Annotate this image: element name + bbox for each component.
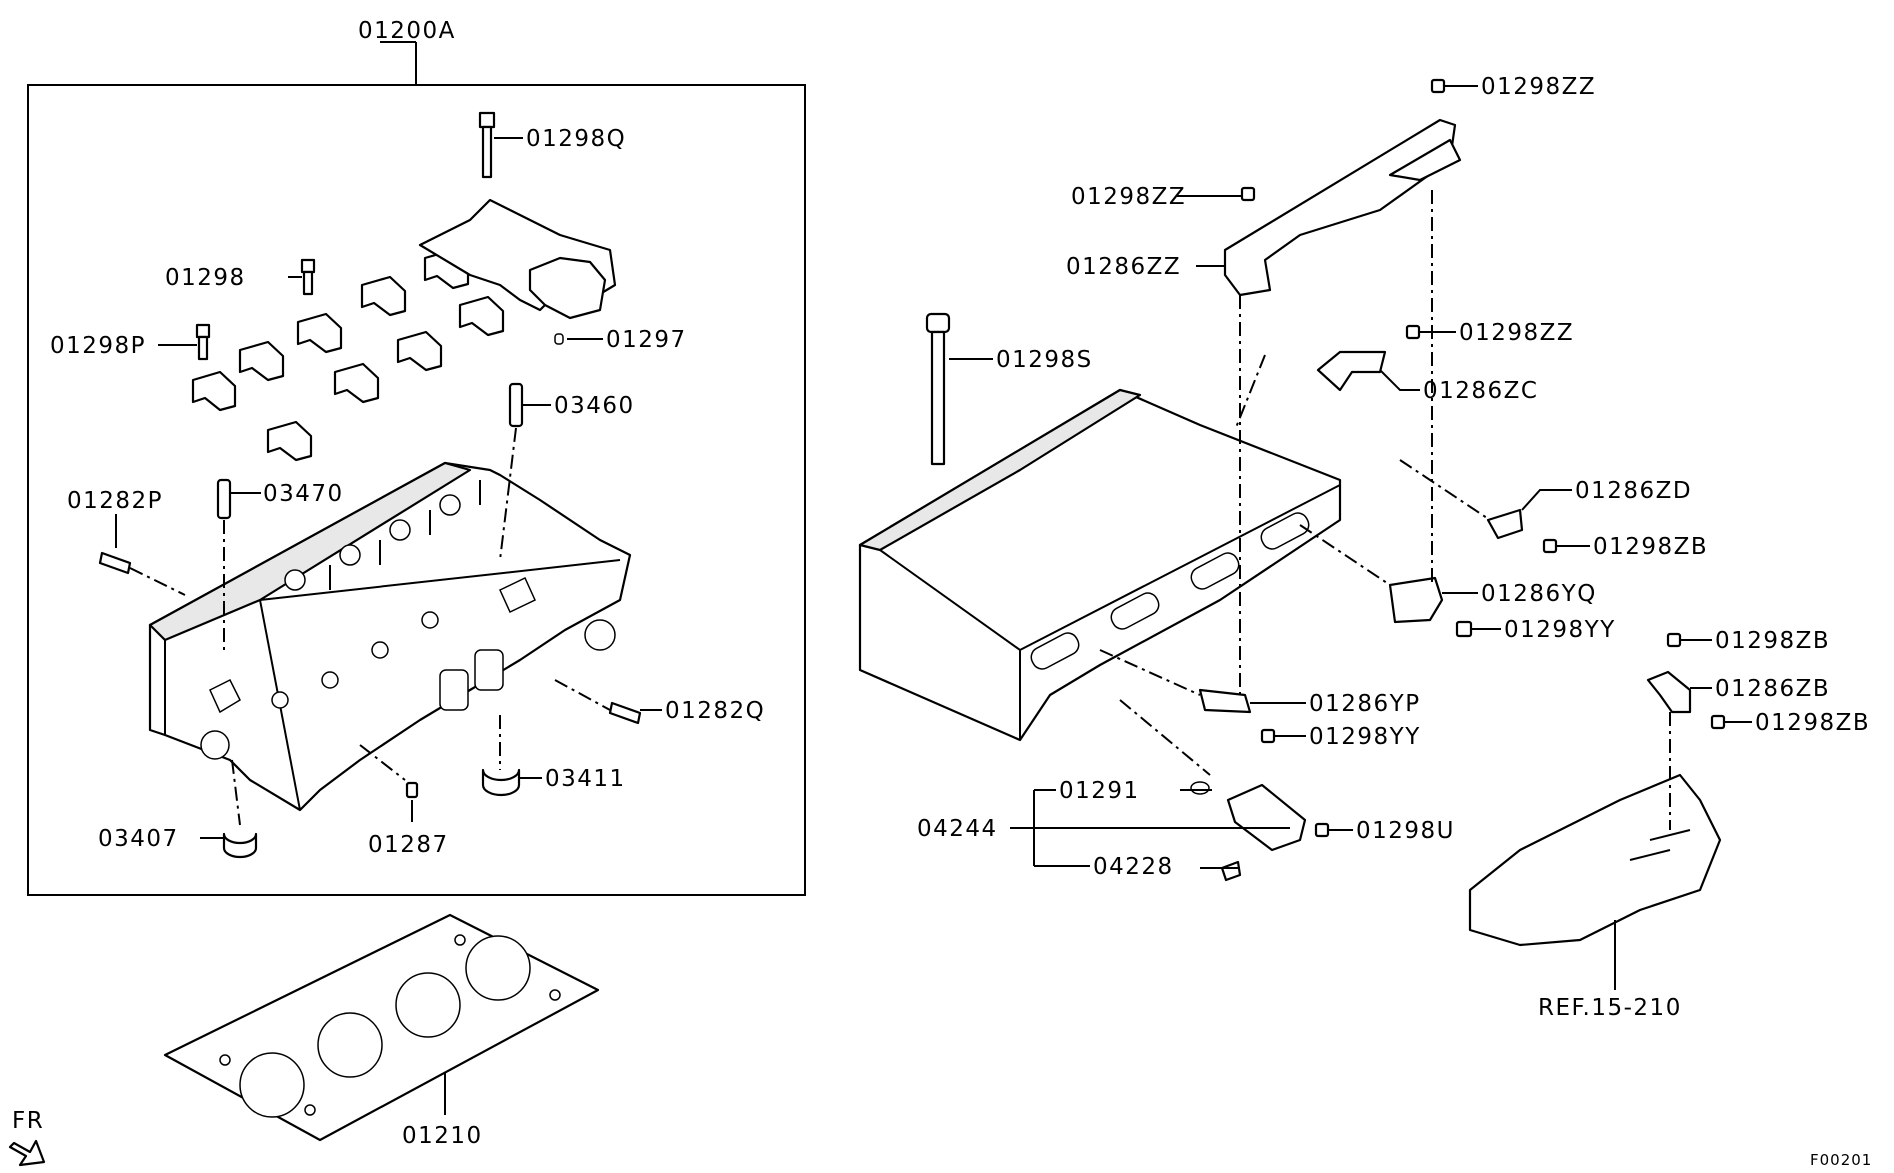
label-01298ZB-c: 01298ZB	[1755, 710, 1870, 736]
label-01286ZB: 01286ZB	[1715, 676, 1830, 702]
label-01298ZB-a: 01298ZB	[1593, 534, 1708, 560]
label-01297: 01297	[606, 327, 687, 353]
label-01210: 01210	[402, 1123, 483, 1149]
bolts-right	[1240, 78, 1726, 838]
label-03460: 03460	[554, 393, 635, 419]
bracket-yq	[1388, 576, 1444, 624]
label-03411: 03411	[545, 766, 626, 792]
head-gasket	[163, 913, 600, 1142]
label-01282Q: 01282Q	[665, 698, 765, 724]
label-01298YY-a: 01298YY	[1504, 617, 1616, 643]
bolts-frame	[98, 111, 642, 859]
bracket-zb	[1646, 670, 1692, 714]
label-04228: 04228	[1093, 854, 1174, 880]
label-01298ZZ-low: 01298ZZ	[1459, 320, 1574, 346]
label-01282P: 01282P	[67, 488, 163, 514]
label-04244: 04244	[917, 816, 998, 842]
front-direction-arrow	[8, 1139, 46, 1167]
label-01287: 01287	[368, 832, 449, 858]
label-01298: 01298	[165, 265, 246, 291]
label-01286ZC: 01286ZC	[1423, 378, 1538, 404]
label-03470: 03470	[263, 481, 344, 507]
label-01298ZZ-top: 01298ZZ	[1481, 74, 1596, 100]
label-01291: 01291	[1059, 778, 1140, 804]
label-01286ZD: 01286ZD	[1575, 478, 1692, 504]
label-ref: REF.15-210	[1538, 995, 1682, 1021]
footer-code: F00201	[1810, 1151, 1872, 1169]
bracket-zc	[1316, 350, 1387, 392]
oil-control-valve	[1190, 781, 1307, 882]
frame-label: 01200A	[358, 18, 456, 44]
bracket-yp	[1198, 688, 1252, 714]
label-01298P: 01298P	[50, 333, 146, 359]
label-01286ZZ: 01286ZZ	[1066, 254, 1181, 280]
leader-lines-right	[949, 85, 1752, 990]
bracket-upper	[1223, 118, 1462, 297]
label-fr: FR	[12, 1108, 44, 1134]
label-01298Q: 01298Q	[526, 126, 626, 152]
label-01298ZZ-mid: 01298ZZ	[1071, 184, 1186, 210]
camshaft-caps	[191, 198, 617, 462]
long-bolt	[925, 312, 951, 466]
part-labels: 01298Q 01298 01297 01298P 03460 01282P 0…	[12, 74, 1872, 1169]
label-01298S: 01298S	[996, 347, 1093, 373]
intake-manifold-ref	[1468, 773, 1722, 947]
label-01298ZB-b: 01298ZB	[1715, 628, 1830, 654]
label-01298YY-b: 01298YY	[1309, 724, 1421, 750]
bracket-zd	[1486, 508, 1524, 540]
label-01286YP: 01286YP	[1309, 691, 1421, 717]
label-01286YQ: 01286YQ	[1481, 581, 1597, 607]
cam-carrier	[858, 388, 1342, 742]
label-03407: 03407	[98, 826, 179, 852]
label-01298U: 01298U	[1356, 818, 1455, 844]
